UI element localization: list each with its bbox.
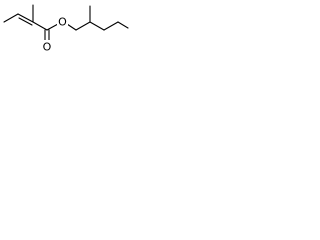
bond-ch2-ch [75,21,91,31]
carbonyl-oxygen-label: O [43,41,52,54]
bond-c1-o-ester [46,23,59,31]
ester-oxygen-mask [57,15,68,28]
bond-c3-c2-double [18,17,33,26]
carbonyl-oxygen-mask [41,40,53,53]
bond-c4-c5 [117,21,129,29]
bond-ch-c3 [89,21,105,31]
bond-c3-c4 [103,21,119,31]
bond-o-ch2 [66,23,77,31]
molecule-structure: O O [3,4,129,54]
bond-c2-c1 [32,21,48,31]
ester-oxygen-label: O [58,16,67,29]
bond-c3-c2 [17,13,34,23]
bond-c4-c3 [3,13,19,23]
